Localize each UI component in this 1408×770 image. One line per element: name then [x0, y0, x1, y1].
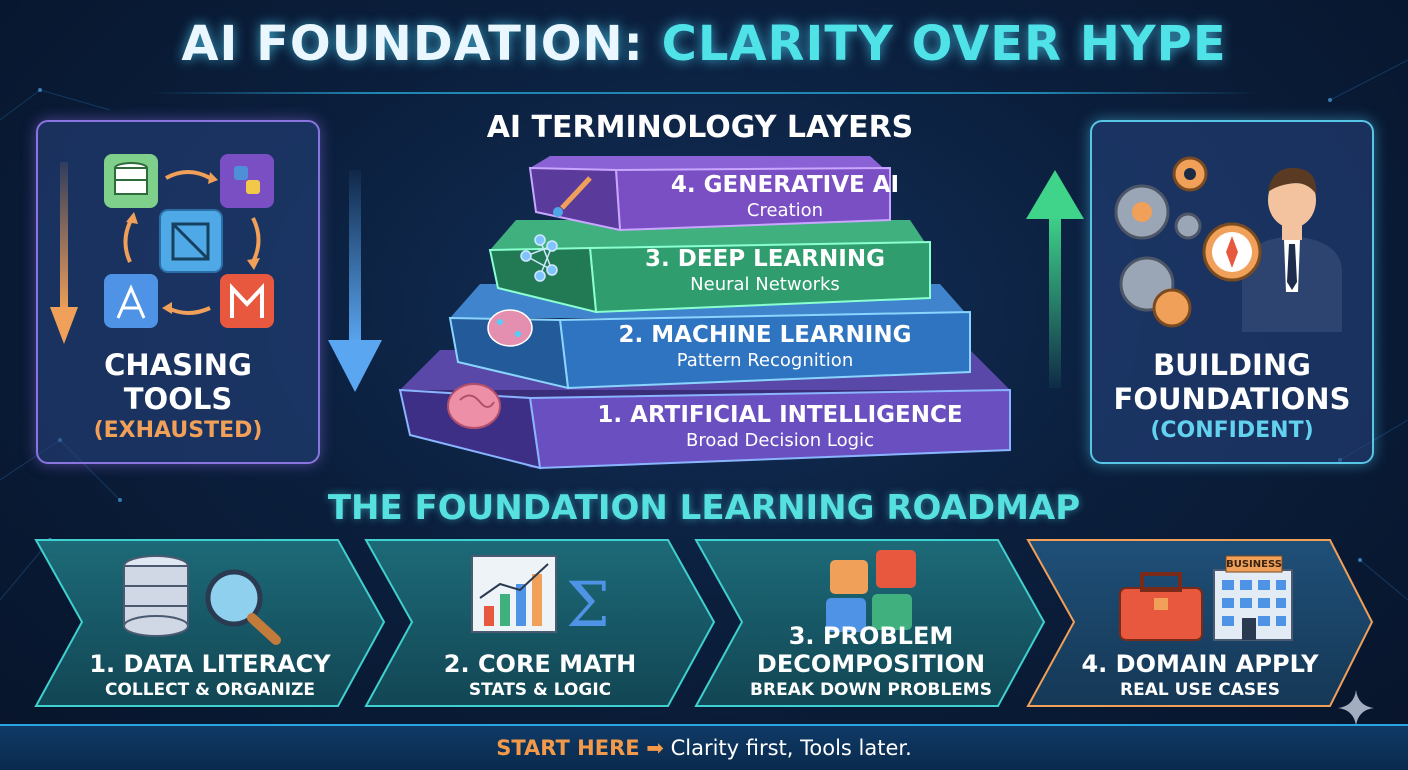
paintbrush-icon: [553, 176, 592, 217]
title-part2: CLARITY OVER HYPE: [661, 16, 1227, 72]
layer-1-text: 1. ARTIFICIAL INTELLIGENCE Broad Decisio…: [560, 402, 1000, 451]
cube-icon: [159, 209, 223, 273]
layers-title: AI TERMINOLOGY LAYERS: [486, 110, 914, 145]
green-up-arrow-icon: [1026, 170, 1084, 388]
footer-arrow-icon: ➡: [646, 736, 664, 760]
tool-cycle-graphic: [50, 154, 274, 344]
step-2-name: 2. CORE MATH: [443, 650, 637, 678]
building-foundations-label: BUILDING FOUNDATIONS: [1092, 348, 1372, 416]
footer-message: Clarity first, Tools later.: [670, 736, 912, 760]
step-1-name: 1. DATA LITERACY: [89, 650, 331, 678]
database-search-icon: [123, 555, 281, 645]
chasing-tools-label: CHASING TOOLS: [38, 348, 318, 416]
database-icon: [104, 154, 158, 208]
ai-layers-pyramid: [398, 156, 1011, 470]
step-3-sub: BREAK DOWN PROBLEMS: [750, 680, 992, 700]
layer-3-name: 3. DEEP LEARNING: [645, 246, 885, 272]
gear-icon: [1114, 156, 1208, 328]
step-3-name-line2: DECOMPOSITION: [756, 650, 986, 678]
step-1-label: 1. DATA LITERACY COLLECT & ORGANIZE: [60, 650, 360, 700]
brain-circuit-icon: [487, 309, 533, 347]
title-part1: AI FOUNDATION:: [181, 16, 644, 72]
roadmap-steps: Σ: [34, 539, 1374, 707]
roadmap-step-3: [694, 539, 1046, 707]
app-store-icon: [104, 274, 158, 328]
compass-icon: [1202, 222, 1262, 282]
footer-start: START HERE: [496, 736, 640, 760]
roadmap-title: THE FOUNDATION LEARNING ROADMAP: [327, 488, 1081, 528]
layer-4-name: 4. GENERATIVE AI: [670, 172, 900, 198]
layer-3-text: 3. DEEP LEARNING Neural Networks: [600, 246, 930, 295]
step-3-name-line1: 3. PROBLEM: [788, 622, 954, 650]
building-label-line1: BUILDING: [1153, 348, 1311, 382]
cycle-arrows-icon: [123, 170, 261, 315]
chasing-tools-panel: CHASING TOOLS (EXHAUSTED): [36, 120, 320, 464]
building-sign: BUSINESS: [1226, 559, 1282, 570]
down-arrow-icon: [50, 162, 78, 344]
blue-down-arrow-icon: [328, 170, 382, 392]
step-4-name: 4. DOMAIN APPLY: [1081, 650, 1319, 678]
building-label-line2: FOUNDATIONS: [1113, 382, 1351, 416]
chart-sigma-icon: Σ: [471, 555, 610, 641]
layer-2-text: 2. MACHINE LEARNING Pattern Recognition: [580, 322, 950, 371]
footer-text: START HERE ➡ Clarity first, Tools later.: [0, 736, 1408, 760]
page-title: AI FOUNDATION: CLARITY OVER HYPE: [0, 16, 1408, 72]
business-person-graphic: [1114, 156, 1342, 332]
businessman-icon: [1242, 167, 1342, 332]
chasing-label-line2: TOOLS: [123, 382, 233, 416]
step-4-sub: REAL USE CASES: [1120, 680, 1280, 700]
chasing-label-line1: CHASING: [104, 348, 252, 382]
layer-2-sub: Pattern Recognition: [676, 350, 854, 371]
chasing-tools-status: (EXHAUSTED): [93, 418, 263, 443]
layer-1-sub: Broad Decision Logic: [686, 430, 874, 451]
building-foundations-panel: BUILDING FOUNDATIONS (CONFIDENT): [1090, 120, 1374, 464]
layer-3-sub: Neural Networks: [690, 274, 840, 295]
layer-generative-ai: [528, 156, 891, 232]
footer-bar: START HERE ➡ Clarity first, Tools later.: [0, 724, 1408, 770]
layer-1-name: 1. ARTIFICIAL INTELLIGENCE: [597, 402, 963, 428]
mail-icon: [220, 274, 274, 328]
python-icon: [220, 154, 274, 208]
step-4-label: 4. DOMAIN APPLY REAL USE CASES: [1050, 650, 1350, 700]
neural-network-icon: [520, 234, 558, 282]
svg-text:Σ: Σ: [566, 568, 610, 641]
step-2-sub: STATS & LOGIC: [468, 680, 612, 700]
step-3-label: 3. PROBLEM DECOMPOSITION BREAK DOWN PROB…: [716, 622, 1026, 700]
step-1-sub: COLLECT & ORGANIZE: [104, 680, 316, 700]
toolbox-building-icon: [1119, 555, 1293, 641]
sparkle-icon: [1338, 690, 1374, 726]
title-divider: [150, 92, 1258, 94]
layer-4-text: 4. GENERATIVE AI Creation: [640, 172, 930, 221]
layer-2-name: 2. MACHINE LEARNING: [618, 322, 912, 348]
layer-4-sub: Creation: [746, 200, 824, 221]
building-foundations-status: (CONFIDENT): [1150, 418, 1314, 443]
brain-icon: [447, 383, 501, 429]
step-2-label: 2. CORE MATH STATS & LOGIC: [390, 650, 690, 700]
puzzle-icon: [826, 550, 916, 632]
